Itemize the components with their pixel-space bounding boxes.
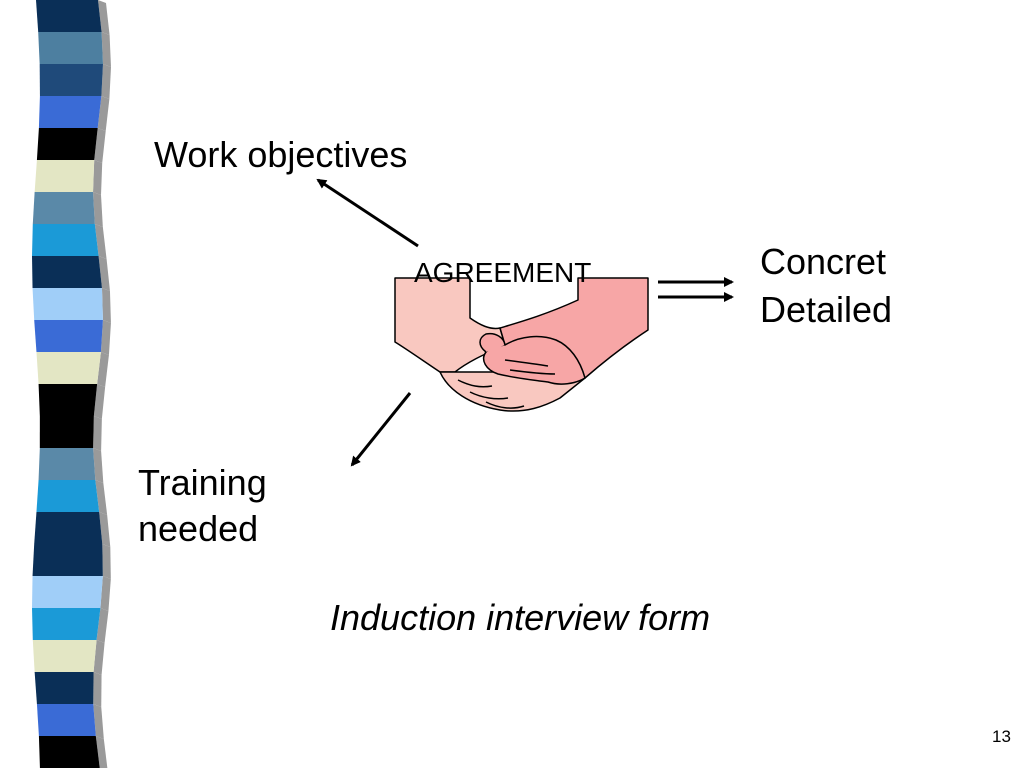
stripe-shadow-segment — [101, 64, 111, 99]
handshake-icon — [394, 277, 649, 412]
stripe-segment — [32, 640, 97, 672]
stripe-shadow-segment — [100, 576, 111, 611]
agreement-label: AGREEMENT — [414, 257, 592, 288]
stripe-shadow-segment — [95, 736, 108, 768]
stripe-segment — [36, 352, 101, 384]
stripe-segment — [39, 416, 94, 448]
stripe-shadow-segment — [95, 480, 108, 515]
stripe-shadow-segment — [93, 416, 102, 451]
stripe-segment — [38, 736, 100, 768]
stripe-segment — [36, 128, 98, 160]
stripe-shadow-segment — [99, 512, 111, 547]
stripe-shadow-segment — [96, 608, 109, 643]
stripe-shadow-segment — [93, 160, 103, 195]
training-text: Training — [138, 462, 267, 503]
work-objectives-label: Work objectives — [154, 134, 408, 175]
stripe-segment — [32, 576, 103, 608]
stripe-segment — [32, 192, 95, 224]
stripe-segment — [36, 704, 96, 736]
stripe-shadow-segment — [100, 320, 111, 355]
stripe-shadow-segment — [97, 352, 109, 387]
page-number: 13 — [992, 727, 1011, 746]
stripe-shadow-segment — [94, 128, 106, 163]
needed-text: needed — [138, 508, 259, 549]
stripe-shadow-segment — [93, 672, 102, 707]
stripe-shadow-segment — [93, 384, 106, 419]
detailed-text: Detailed — [760, 289, 893, 330]
concrete-text: Concret — [760, 241, 887, 282]
stripe-segment — [34, 512, 103, 544]
stripe-segment — [38, 96, 102, 128]
stripe-segment — [38, 32, 103, 64]
stripe-segment — [32, 544, 103, 576]
stripe-segment — [36, 480, 100, 512]
arrow-to-work-objectives — [316, 178, 419, 248]
arrow-to-training-needed — [350, 392, 412, 467]
training-needed-label: Training needed — [138, 460, 267, 552]
stripe-segment — [38, 384, 98, 416]
stripe-segment — [36, 0, 102, 32]
stripe-shadow-segment — [93, 192, 103, 227]
stripe-shadow-segment — [98, 0, 110, 35]
stripe-shadow-segment — [93, 704, 104, 739]
stripe-segment — [32, 256, 102, 288]
stripe-segment — [38, 448, 96, 480]
stripe-shadow-segment — [93, 640, 105, 675]
stripe-segment — [32, 224, 99, 256]
concrete-detailed-label: Concret Detailed — [760, 238, 892, 334]
stripe-segment — [34, 160, 95, 192]
decorative-stripe-bar — [32, 0, 120, 768]
stripe-shadow-segment — [102, 544, 111, 579]
stripe-shadow-segment — [101, 288, 111, 323]
stripe-shadow-segment — [94, 224, 107, 259]
stripe-shadow-segment — [101, 32, 111, 67]
stripe-shadow-segment — [97, 96, 110, 131]
stripe-segment — [34, 320, 103, 352]
stripe-segment — [32, 608, 101, 640]
stripe-shadow-segment — [98, 256, 110, 291]
stripe-segment — [32, 288, 103, 320]
stripe-shadow-segment — [93, 448, 104, 483]
stripe-segment — [34, 672, 94, 704]
stripe-segment — [39, 64, 103, 96]
slide-caption: Induction interview form — [330, 597, 711, 638]
